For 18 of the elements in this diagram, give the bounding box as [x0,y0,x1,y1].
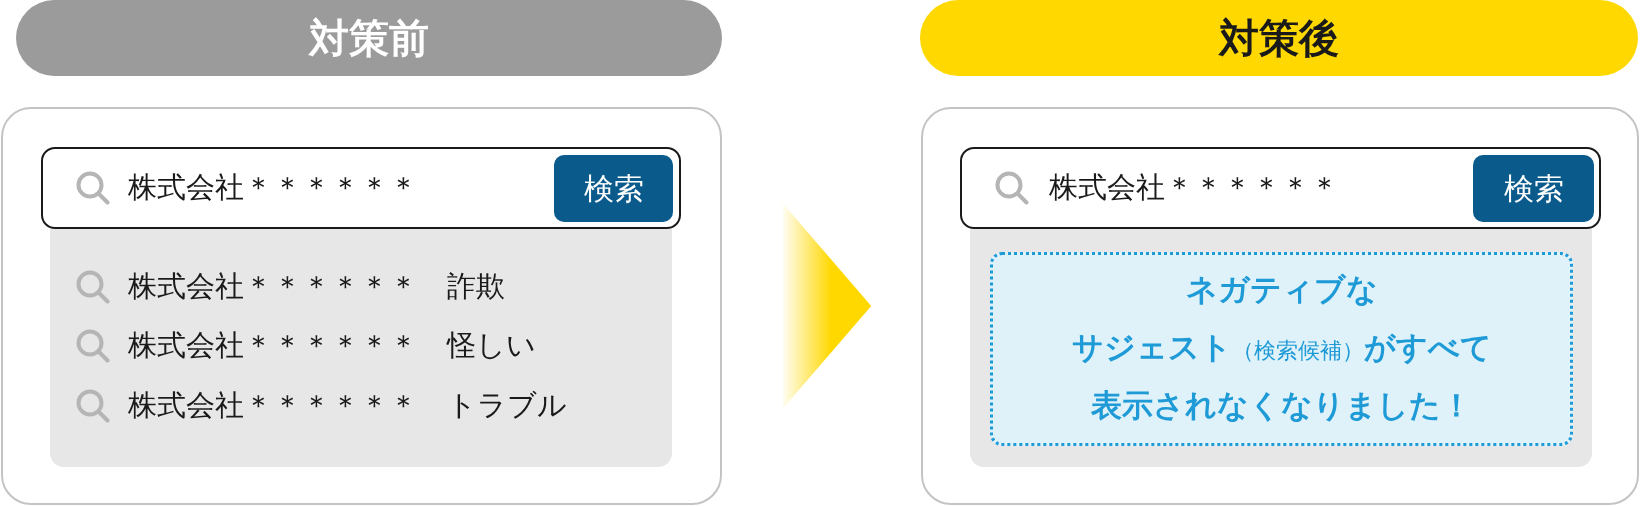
search-query: 株式会社＊＊＊＊＊＊ [1049,172,1339,204]
suggestion-text: 株式会社＊＊＊＊＊＊ 怪しい [128,330,536,362]
message-text: ネガティブなサジェスト（検索候補）がすべて表示されなくなりました！ [1071,271,1492,425]
heading-text: 対策前 [309,16,429,60]
panel [1,107,722,505]
search-field [960,147,1601,229]
search-field [41,147,681,229]
suggestion-text: 株式会社＊＊＊＊＊＊ トラブル [128,390,567,422]
search-button: 検索 [1473,155,1594,222]
message-box [990,252,1573,446]
search-query: 株式会社＊＊＊＊＊＊ [128,172,418,204]
heading-text: 対策後 [1219,16,1339,60]
arrow [782,203,872,409]
suggestion-text: 株式会社＊＊＊＊＊＊ 詐欺 [128,271,505,303]
search-button: 検索 [554,155,673,222]
panel [921,107,1639,505]
suggestion-dropdown [970,229,1592,467]
suggestion-dropdown [50,229,672,467]
